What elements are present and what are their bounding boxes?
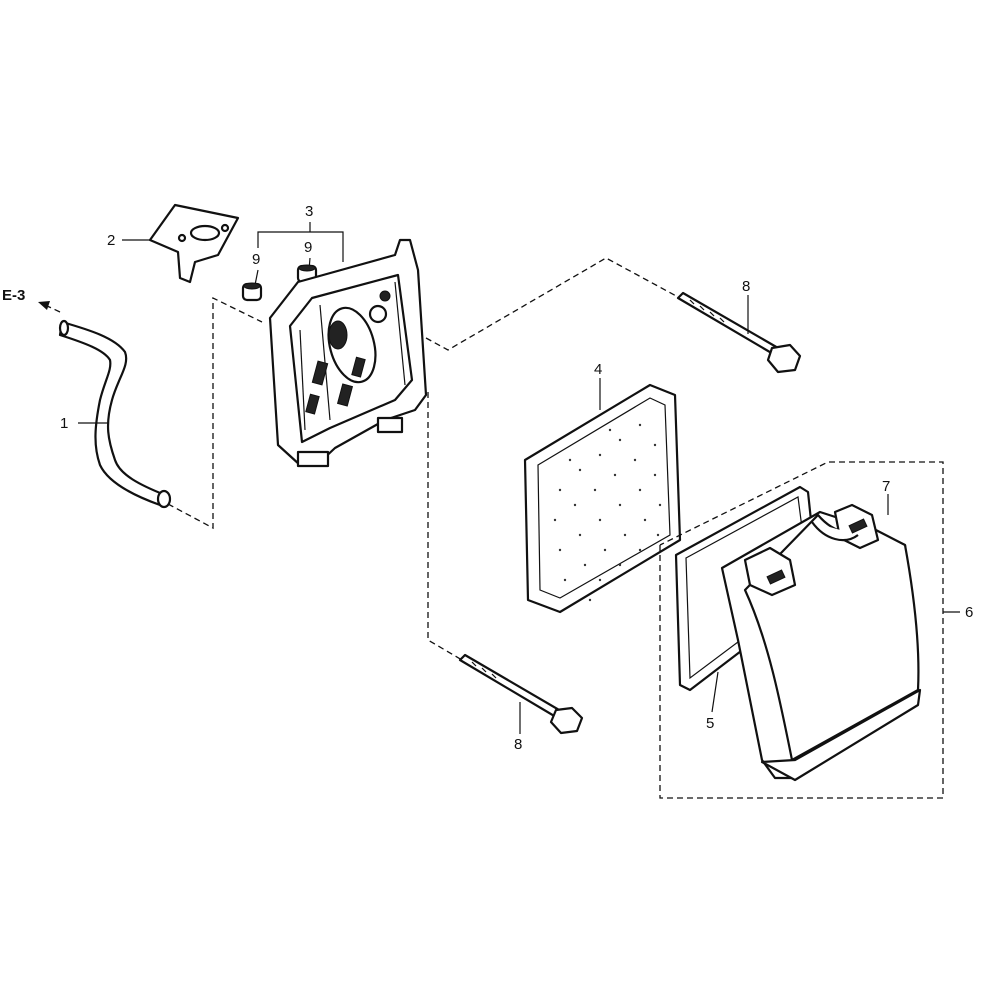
- callout-3: 3: [305, 203, 313, 220]
- callout-9-left: 9: [252, 251, 260, 268]
- part-bolt-top: [676, 291, 802, 374]
- part-filter-element: [523, 383, 682, 614]
- callout-7: 7: [882, 478, 890, 495]
- callout-4: 5: [706, 715, 714, 732]
- part-gasket: [148, 203, 240, 284]
- callout-1: 1: [60, 415, 68, 432]
- callout-9-right: 9: [304, 239, 312, 256]
- ref-arrow-icon: [38, 301, 61, 313]
- callout-6: 6: [965, 604, 973, 621]
- part-bolt-bottom: [458, 653, 584, 735]
- ref-label-e3: E-3: [2, 287, 25, 304]
- callout-8-top: 8: [742, 278, 750, 295]
- part-breather-tube: [58, 319, 172, 509]
- part-air-cleaner-cover: [720, 503, 922, 782]
- callout-5: 2: [107, 232, 115, 249]
- part-air-cleaner-housing: [268, 238, 428, 468]
- callout-8-bottom: 8: [514, 736, 522, 753]
- part-collar-left: [241, 282, 263, 302]
- callout-2: 4: [594, 361, 602, 378]
